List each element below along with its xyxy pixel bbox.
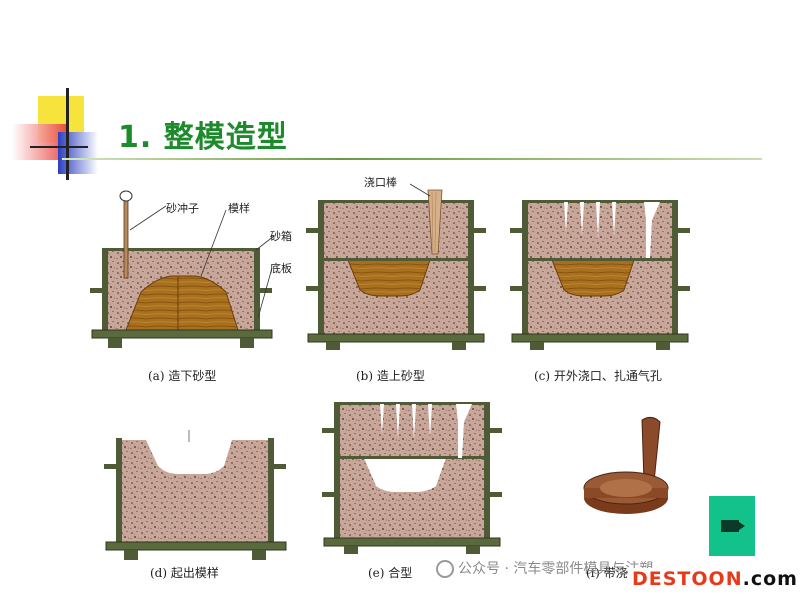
caption-a: (a) 造下砂型	[148, 369, 217, 383]
destoon-text: DESTOON	[632, 568, 743, 590]
wechat-logo-icon	[436, 560, 454, 578]
deco-red-bar	[12, 124, 66, 160]
caption-e: (e) 合型	[368, 566, 413, 580]
mold-cavity	[146, 440, 232, 474]
sprue-pin	[427, 189, 443, 255]
figure-b-upper-mold	[306, 183, 486, 350]
figure-a-lower-mold	[90, 190, 275, 348]
flask-left-wall	[102, 248, 108, 334]
parting-line	[318, 258, 474, 261]
video-button[interactable]	[709, 496, 755, 556]
title-underline	[62, 158, 762, 160]
deco-vertical-line	[66, 88, 69, 180]
label-bottom-board: 底板	[270, 262, 292, 275]
figure-e-mold-assembly	[322, 402, 502, 554]
pattern-wood	[125, 275, 239, 331]
flask-right-wall	[254, 248, 260, 334]
label-sand-rammer: 砂冲子	[166, 202, 199, 215]
mold-cavity	[364, 458, 446, 492]
video-icon	[721, 520, 739, 532]
pattern-wood	[347, 259, 431, 297]
deco-blue-square	[58, 132, 98, 174]
caption-d: (d) 起出模样	[150, 566, 219, 580]
vent-holes	[564, 202, 616, 238]
caption-f: (f) 带浇	[586, 566, 628, 580]
label-flask: 砂箱	[270, 230, 292, 243]
label-pattern: 模样	[228, 202, 250, 215]
label-sprue-pin: 浇口棒	[364, 176, 397, 189]
figure-c-vent-holes	[510, 200, 690, 350]
deco-horizontal-line	[30, 146, 88, 148]
sand-rammer	[123, 197, 129, 279]
caption-b: (b) 造上砂型	[356, 369, 425, 383]
caption-c: (c) 开外浇口、扎通气孔	[534, 369, 662, 383]
destoon-tail: .com	[742, 568, 798, 590]
figure-d-pattern-removed	[104, 430, 287, 560]
casting-icon	[583, 416, 669, 514]
bottom-board	[91, 329, 273, 339]
slide-title: 1. 整模造型	[118, 120, 288, 155]
pouring-cup	[644, 202, 660, 258]
watermark-text: 公众号 · 汽车零部件模具与注塑	[458, 561, 654, 577]
destoon-badge: DESTOON.com	[628, 568, 800, 590]
